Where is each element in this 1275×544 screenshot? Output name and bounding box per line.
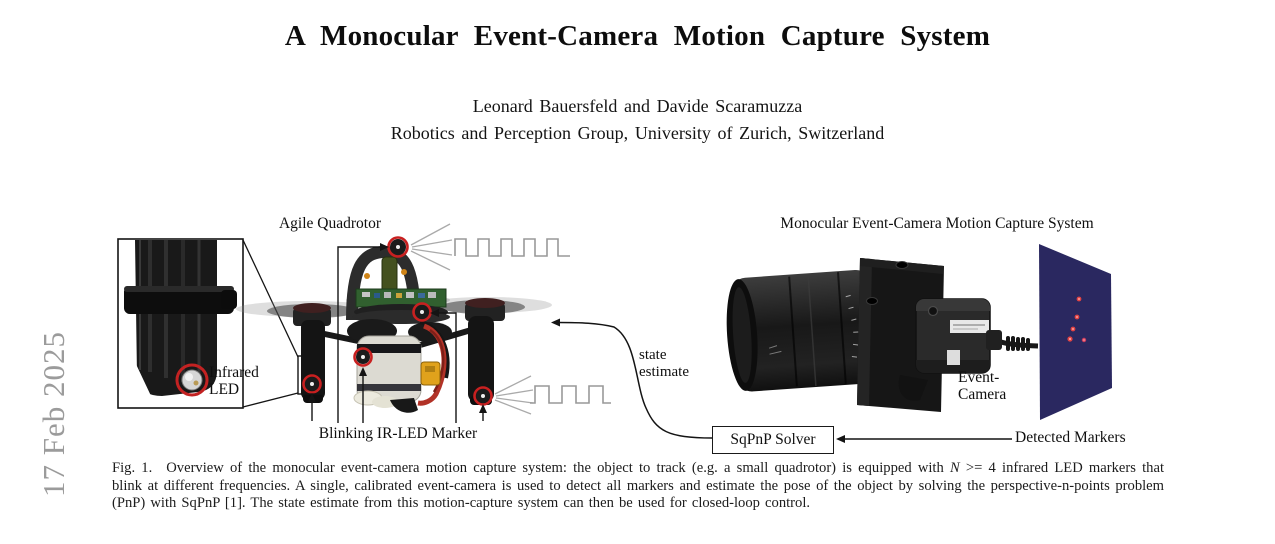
leg-detail-box — [297, 355, 324, 395]
marker-bottom-right — [473, 386, 493, 406]
marker-center-left — [353, 347, 373, 367]
caption-math-rest: >= 4 — [959, 460, 996, 476]
figure-caption: Fig. 1. Overview of the monocular event-c… — [112, 460, 1164, 513]
inset-connector-lines — [242, 239, 299, 408]
sqpnp-solver-box: SqPnP Solver — [712, 426, 834, 454]
marker-mid-right — [412, 302, 432, 322]
caption-text-2: infrared LED markers that blink at diffe… — [112, 460, 1165, 512]
state-estimate-label: state estimate — [639, 347, 689, 380]
inset-led-ring — [175, 363, 209, 397]
marker-bottom-left — [302, 374, 322, 394]
emission-rays — [410, 223, 534, 415]
paper-byline: Leonard Bauersfeld and Davide Scaramuzza… — [0, 93, 1275, 147]
paper-affiliation: Robotics and Perception Group, Universit… — [390, 123, 885, 143]
marker-annotation-arrows — [311, 246, 484, 423]
paper-title: A Monocular Event-Camera Motion Capture … — [284, 20, 991, 52]
event-camera-photo — [726, 258, 1039, 412]
detected-markers-panel — [1039, 244, 1112, 420]
caption-text-1: Overview of the monocular event-camera m… — [166, 460, 950, 476]
quadrotor-photo — [236, 245, 552, 413]
marker-top — [387, 236, 409, 258]
blinking-marker-label: Blinking IR-LED Marker — [318, 425, 478, 442]
square-wave-slow-icon — [530, 385, 611, 404]
marker-annotation-arrowheads — [308, 243, 487, 413]
square-wave-fast-icon — [454, 238, 570, 257]
state-estimate-arrow — [551, 318, 713, 439]
inset-box — [117, 238, 244, 409]
detected-dots — [1067, 296, 1087, 343]
agile-quadrotor-label: Agile Quadrotor — [278, 215, 381, 232]
detected-to-solver-arrow — [836, 435, 1012, 443]
paper-authors: Leonard Bauersfeld and Davide Scaramuzza — [472, 96, 803, 116]
detected-markers-label: Detected Markers — [1015, 429, 1126, 446]
caption-fig-number: Fig. 1. — [112, 460, 153, 476]
caption-math-n: N — [949, 460, 960, 476]
monocap-system-label: Monocular Event-Camera Motion Capture Sy… — [780, 215, 1094, 232]
inset-photo — [119, 240, 242, 407]
infrared-led-label: Infrared LED — [209, 364, 259, 398]
event-camera-label: Event- Camera — [958, 369, 1007, 403]
ir-led-markers — [302, 236, 493, 406]
